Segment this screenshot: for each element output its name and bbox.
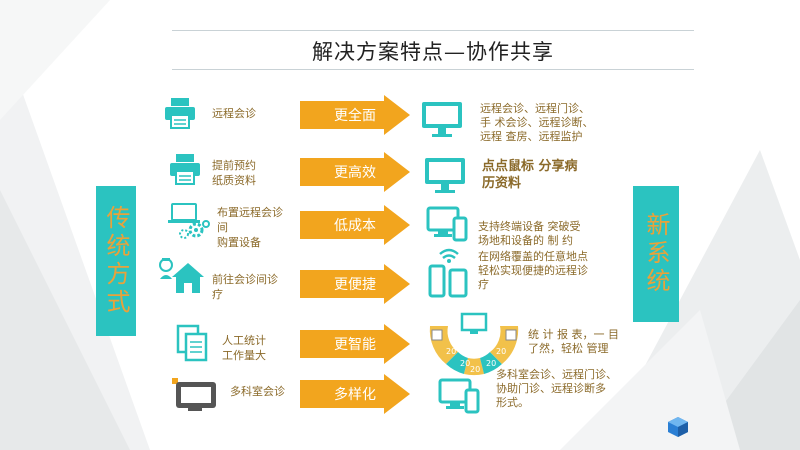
new-text-4: 在网络覆盖的任意地点 轻松实现便捷的远程诊 疗 <box>478 250 588 291</box>
new-system-box: 新系统 <box>633 186 679 322</box>
new-text-5: 统 计 报 表，一 目 了然，轻松 管理 <box>528 328 619 355</box>
traditional-method-box: 传统方式 <box>96 186 136 336</box>
wifi-devices-icon <box>428 248 468 298</box>
arrow-more-efficient: 更高效 <box>300 152 410 192</box>
old-label-3: 布置远程会诊 间 购置设备 <box>217 206 283 249</box>
devices-icon <box>438 378 480 414</box>
old-label-1: 远程会诊 <box>212 107 256 120</box>
title-bar: 解决方案特点—协作共享 <box>172 30 694 70</box>
traditional-method-label: 传统方式 <box>102 205 130 317</box>
arrow-more-comprehensive: 更全面 <box>300 95 410 135</box>
new-system-label: 新系统 <box>642 212 670 296</box>
arrow-label: 更全面 <box>334 108 376 124</box>
printer-icon <box>165 98 195 129</box>
wheel-number: 20 <box>446 347 456 356</box>
arrow-label: 低成本 <box>334 218 376 234</box>
monitor-icon <box>425 158 465 193</box>
arrow-more-convenient: 更便捷 <box>300 264 410 304</box>
wheel-number: 20 <box>486 359 496 368</box>
arrow-label: 更便捷 <box>334 277 376 293</box>
wheel-number: 20 <box>496 347 506 356</box>
brand-logo-icon <box>668 417 688 437</box>
arrow-label: 更高效 <box>334 165 376 181</box>
new-text-1: 远程会诊、远程门诊、 手 术会诊、远程诊断、 远程 查房、远程监护 <box>480 102 594 143</box>
title-top-rule <box>172 30 694 31</box>
slide-title: 解决方案特点—协作共享 <box>312 40 554 64</box>
new-text-3: 支持终端设备 突破受 场地和设备的 制 约 <box>478 220 581 247</box>
old-label-6: 多科室会诊 <box>230 385 285 398</box>
monitor-icon <box>422 102 462 137</box>
arrow-label: 多样化 <box>334 387 376 403</box>
new-text-6: 多科室会诊、远程门诊、 协助门诊、远程诊断多 形式。 <box>496 368 617 409</box>
arrow-more-intelligent: 更智能 <box>300 324 410 364</box>
printer-icon <box>170 154 200 185</box>
old-label-4: 前往会诊间诊 疗 <box>212 273 278 301</box>
devices-icon <box>426 206 468 242</box>
documents-icon <box>176 324 208 362</box>
new-text-2: 点点鼠标 分享病 历资料 <box>482 159 578 191</box>
laptop-gears-icon <box>168 203 210 239</box>
title-bottom-rule <box>172 69 694 70</box>
wheel-number: 20 <box>460 359 470 368</box>
arrow-low-cost: 低成本 <box>300 205 410 245</box>
report-wheel-icon: 20 20 20 20 20 <box>429 312 519 376</box>
arrow-diversified: 多样化 <box>300 374 410 414</box>
wheel-number: 20 <box>470 365 480 374</box>
arrow-label: 更智能 <box>334 337 376 353</box>
old-label-2: 提前预约 纸质资料 <box>212 159 256 187</box>
old-label-5: 人工统计 工作量大 <box>222 334 266 362</box>
tv-icon <box>172 378 216 411</box>
doctor-house-icon <box>159 258 204 293</box>
